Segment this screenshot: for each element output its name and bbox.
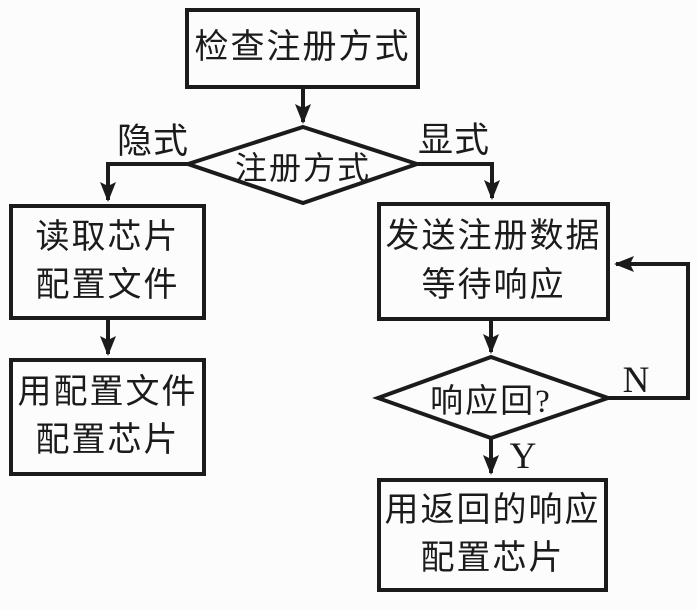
node-configure-with-response: 用返回的响应 配置芯片 xyxy=(377,478,608,592)
arrow-no-feedback-loop xyxy=(608,256,690,400)
node-read-chip-config-line1: 读取芯片 xyxy=(35,218,180,256)
node-read-chip-config-line2: 配置文件 xyxy=(35,267,180,304)
arrow-explicit-branch xyxy=(416,162,500,200)
node-configure-with-file: 用配置文件 配置芯片 xyxy=(9,358,206,476)
edge-label-yes: Y xyxy=(509,435,537,477)
node-configure-with-response-line2: 配置芯片 xyxy=(420,540,565,577)
edge-label-explicit: 显式 xyxy=(417,120,490,160)
node-send-registration-data-line2: 等待响应 xyxy=(421,266,566,304)
node-send-registration-data-line1: 发送注册数据 xyxy=(385,218,602,256)
node-configure-with-file-line1: 用配置文件 xyxy=(17,373,198,411)
arrow-implicit-branch xyxy=(100,162,189,202)
decision-registration-mode-shape xyxy=(181,124,424,206)
decision-registration-mode-label: 注册方式 xyxy=(234,150,371,186)
node-send-registration-data: 发送注册数据 等待响应 xyxy=(377,202,610,321)
node-configure-with-response-line1: 用返回的响应 xyxy=(384,491,601,529)
node-check-registration-method: 检查注册方式 xyxy=(185,8,420,89)
node-read-chip-config: 读取芯片 配置文件 xyxy=(9,204,206,320)
node-check-registration-method-label: 检查注册方式 xyxy=(194,29,411,67)
edge-label-no: N xyxy=(622,359,650,401)
decision-response-returned-label: 响应回? xyxy=(430,384,552,420)
edge-label-implicit: 隐式 xyxy=(116,121,189,161)
node-configure-with-file-line2: 配置芯片 xyxy=(35,422,180,459)
